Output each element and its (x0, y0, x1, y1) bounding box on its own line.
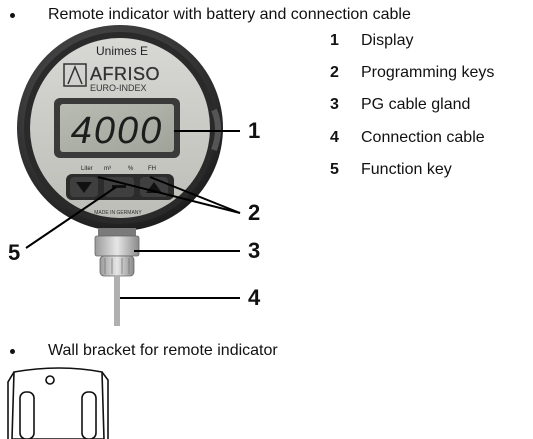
unit-labels: Liter m³ % FH (81, 166, 156, 172)
legend-number: 3 (330, 96, 339, 113)
afriso-logo: AFRISO EURO-INDEX (63, 63, 160, 93)
svg-text:%: % (128, 166, 134, 172)
svg-text:FH: FH (148, 166, 156, 172)
display-value: 4000 (71, 110, 164, 152)
legend-number: 2 (330, 64, 339, 81)
legend-label: Function key (361, 161, 452, 178)
callout-2: 2 (248, 200, 261, 225)
function-key-button[interactable] (104, 177, 134, 197)
cable-gland (94, 228, 140, 277)
wall-bracket-illustration (7, 367, 109, 439)
lcd-display (60, 104, 174, 152)
connection-cable (114, 276, 120, 326)
legend-number: 1 (330, 32, 339, 49)
legend-number: 5 (330, 161, 339, 178)
down-key-button[interactable] (70, 177, 98, 197)
bullet-dot-top (10, 13, 15, 18)
bullet-text-bottom: Wall bracket for remote indicator (48, 342, 278, 359)
made-in-label: MADE IN GERMANY (94, 210, 142, 216)
callout-1: 1 (248, 118, 261, 143)
legend-label: Programming keys (361, 64, 495, 81)
bullet-text-top: Remote indicator with battery and connec… (48, 6, 411, 23)
legend-label: PG cable gland (361, 96, 471, 113)
legend-number: 4 (330, 129, 339, 146)
bullet-dot-bottom (10, 349, 15, 354)
model-label: Unimes E (96, 44, 148, 58)
svg-text:AFRISO: AFRISO (90, 64, 160, 84)
callout-lines (25, 130, 241, 299)
callout-5: 5 (8, 240, 21, 265)
callout-4: 4 (248, 285, 261, 310)
legend-label: Display (361, 32, 414, 49)
svg-text:Liter: Liter (81, 166, 93, 172)
svg-text:m³: m³ (104, 166, 111, 172)
callout-3: 3 (248, 238, 261, 263)
svg-text:EURO-INDEX: EURO-INDEX (90, 83, 147, 93)
legend-label: Connection cable (361, 129, 485, 146)
